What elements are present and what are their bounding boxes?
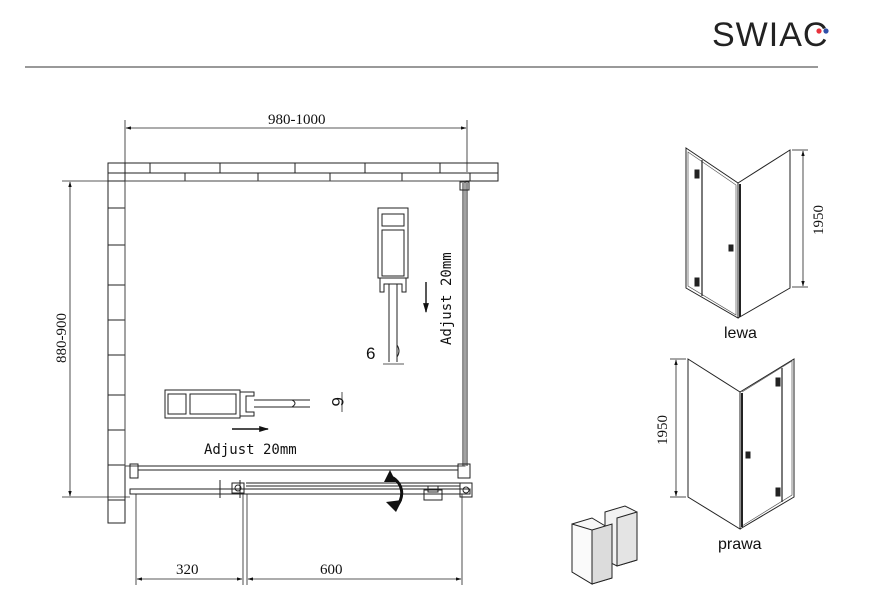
bottom-dimensions: 320 600 <box>135 494 463 585</box>
horizontal-adjust-annotation: Adjust 20mm 6 <box>204 392 347 458</box>
view-left-height-label: 1950 <box>811 205 827 235</box>
view-left: 1950 lewa <box>685 147 827 342</box>
brand-name: SWIAC <box>712 16 828 54</box>
handle-icon <box>728 244 734 252</box>
plan-view <box>107 162 499 524</box>
view-right-caption: prawa <box>718 536 762 553</box>
view-right-height-label: 1950 <box>655 415 671 445</box>
vertical-adjust-annotation: Adjust 20mm 6 <box>366 252 455 365</box>
view-right: 1950 prawa <box>655 358 795 553</box>
gap-horizontal-label: 6 <box>328 397 347 406</box>
adjust-vertical-label: Adjust 20mm <box>439 252 455 345</box>
bottom-dim-left-label: 320 <box>176 562 199 578</box>
gap-vertical-label: 6 <box>366 344 375 363</box>
rotate-arrow-icon <box>384 470 404 512</box>
depth-dimension: 880-900 <box>54 180 130 498</box>
width-dimension: 980-1000 <box>124 112 468 172</box>
view-left-caption: lewa <box>724 325 757 342</box>
brand-logo: SWIAC <box>712 16 829 54</box>
depth-dim-label: 880-900 <box>54 313 70 363</box>
bottom-dim-right-label: 600 <box>320 562 343 578</box>
brand-dots-icon <box>816 28 829 34</box>
width-dim-label: 980-1000 <box>268 112 326 128</box>
handle-detail <box>571 505 638 585</box>
adjust-horizontal-label: Adjust 20mm <box>204 442 297 458</box>
handle-icon <box>745 451 751 459</box>
